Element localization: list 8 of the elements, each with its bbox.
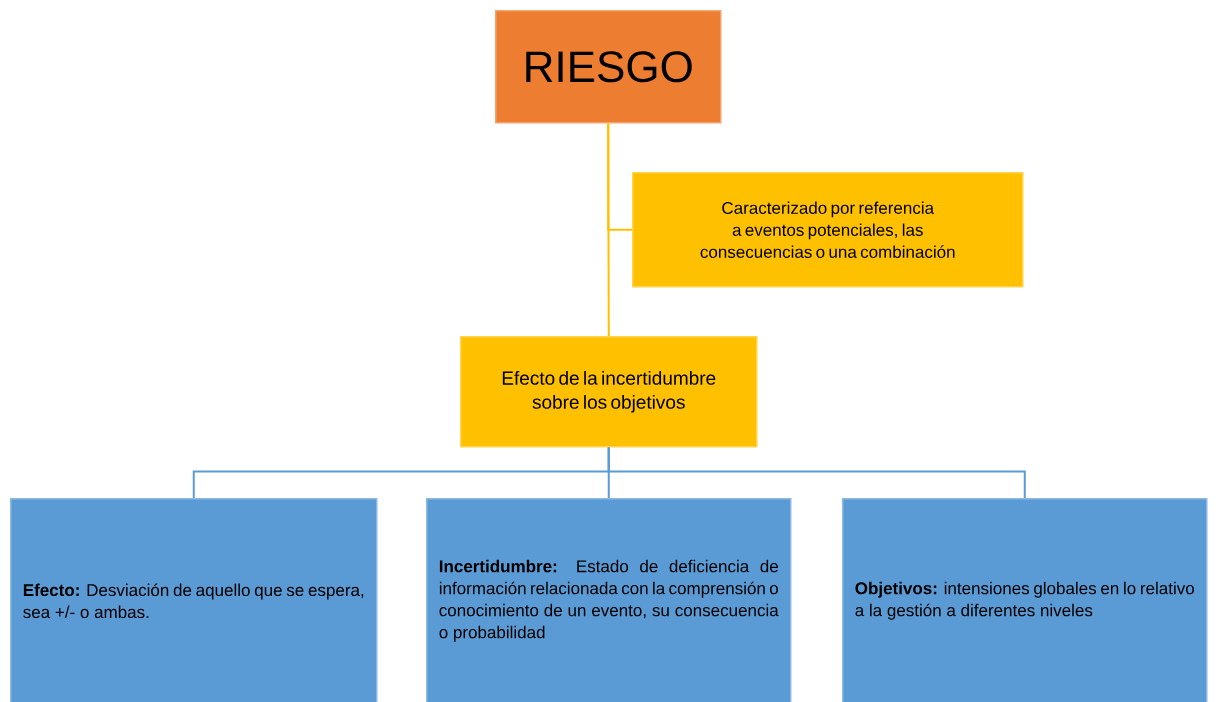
definition-box: Efecto: Desviación de aquello que se espera, sea +/- o ambas. (10, 498, 378, 702)
title-box: RIESGO (495, 10, 722, 124)
connector (607, 122, 610, 337)
note-box: Caracterizado por referencia a eventos potenciales, las consecuencias o una combinación (632, 172, 1024, 288)
definition-box: Objetivos: intensiones globales en lo relativo a la gestión a diferentes niveles (842, 498, 1208, 702)
process-box: Efecto de la incertidumbre sobre los objetivos (460, 336, 758, 448)
definition-box: Incertidumbre: Estado de deficiencia de información relacionada con la comprensión o conocimiento de un evento, su consecuencia o probabilidad (426, 498, 792, 702)
connector (607, 446, 1026, 499)
